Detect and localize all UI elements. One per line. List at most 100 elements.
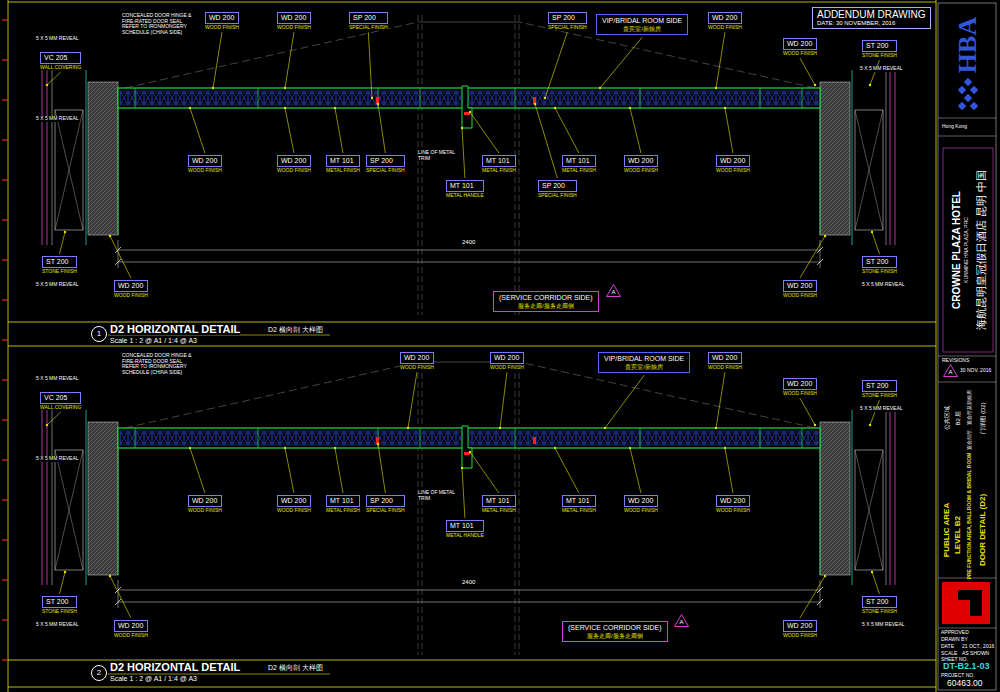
wall-line [852, 410, 853, 585]
leaf-joint [135, 88, 136, 108]
finish-tag: WD 200WOOD FINISH [624, 155, 658, 173]
tag-note: METAL HANDLE [446, 533, 484, 539]
project-name-chinese: 海航昆明皇冠假日酒店 昆明 中国 [975, 170, 987, 330]
tag-note: WALL COVERING [40, 405, 81, 411]
leader-dot [334, 107, 336, 109]
finish-tag: ST 200STONE FINISH [862, 256, 897, 274]
door-edge [118, 108, 119, 235]
swing-line [418, 22, 519, 23]
leader-dot [461, 127, 463, 129]
tag-code: WD 200 [708, 12, 742, 24]
room-note-chinese: 贵宾室/新娘房 [602, 26, 682, 33]
leader-dot [554, 107, 556, 109]
edge-tick [2, 660, 8, 661]
edge-tick [2, 340, 8, 341]
leader-line [285, 32, 294, 88]
leader-dot [824, 235, 826, 237]
detail-number-circle: 1 [91, 326, 107, 342]
tag-note: STONE FINISH [862, 393, 897, 399]
sheet-title-chinese: 门详图 (D2) [980, 402, 987, 433]
leader-line [630, 448, 641, 493]
detail-title-chinese: D2 横向剖 大样图 [268, 326, 323, 334]
area-chinese: 公共区域 [944, 406, 951, 430]
frame-line [8, 2, 936, 3]
door-jamb [88, 422, 118, 575]
finish-tag: WD 200WOOD FINISH [783, 280, 817, 298]
reveal-note: 5 X 5 MM REVEAL [862, 622, 905, 628]
stud-cross [855, 110, 883, 230]
wall-line [52, 70, 53, 245]
leader-dot [284, 87, 286, 89]
tag-note: STONE FINISH [862, 53, 897, 59]
tag-note: WOOD FINISH [205, 25, 239, 31]
leader-dot [554, 447, 556, 449]
tag-code: ST 200 [862, 380, 897, 392]
reveal-note: 5 X 5 MM REVEAL [36, 282, 79, 288]
dimension-tick [115, 599, 121, 605]
finish-tag: SP 200SPECIAL FINISH [349, 12, 388, 30]
leaf-joint [640, 428, 641, 448]
leader-dot [871, 231, 873, 233]
project-frame [943, 148, 993, 352]
leader-dot [284, 447, 286, 449]
tag-code: SP 200 [548, 12, 587, 24]
door-leaf [118, 88, 820, 108]
logo-square [958, 102, 966, 110]
stud-cross [855, 450, 883, 570]
leader-line [870, 400, 879, 425]
leaf-joint [420, 88, 421, 108]
logo-square [970, 102, 978, 110]
reveal-note: 5 X 5 MM REVEAL [36, 116, 79, 122]
logo-square [970, 86, 978, 94]
stud-cross [55, 450, 83, 570]
tag-code: MT 101 [446, 180, 484, 192]
edge-tick [2, 260, 8, 261]
tag-note: WOOD FINISH [716, 508, 750, 514]
leader-line [800, 58, 815, 85]
leader-dot [64, 571, 66, 573]
tag-note: WOOD FINISH [783, 293, 817, 299]
leader-dot [814, 424, 816, 426]
dimension-tick [817, 599, 823, 605]
leader-line [470, 112, 499, 153]
field-label: DRAWN BY [941, 637, 968, 643]
leader-line [555, 448, 579, 493]
finish-tag: SP 200SPECIAL FINISH [366, 495, 405, 513]
leader-line [555, 108, 579, 153]
edge-tick [2, 460, 8, 461]
sheet-number: DT-B2.1-03 [943, 662, 990, 672]
finish-tag: SP 200SPECIAL FINISH [548, 12, 587, 30]
tag-note: WOOD FINISH [114, 293, 148, 299]
detail-number: 2 [92, 666, 106, 680]
tag-note: WOOD FINISH [277, 168, 311, 174]
center-line [422, 15, 423, 315]
leader-line [378, 104, 385, 153]
finish-tag: MT 101METAL FINISH [326, 155, 360, 173]
revisions-heading: REVISIONS [942, 358, 969, 364]
finish-tag: WD 200WOOD FINISH [716, 155, 750, 173]
leader-line [716, 32, 725, 88]
leader-line [800, 236, 825, 278]
leader-line [59, 232, 65, 254]
room-note: VIP/BRIDAL ROOM SIDE [604, 355, 684, 363]
scale-note: Scale 1 : 2 @ A1 / 1:4 @ A3 [110, 675, 197, 683]
finish-tag: MT 101METAL FINISH [482, 155, 516, 173]
door-jamb [820, 82, 850, 235]
tag-code: SP 200 [538, 180, 577, 192]
leader-dot [869, 84, 871, 86]
leader-line [545, 32, 567, 98]
center-line [418, 355, 419, 655]
tag-code: WD 200 [708, 352, 742, 364]
revision-triangle: A [606, 284, 621, 297]
leader-dot [284, 107, 286, 109]
level-name: LEVEL B2 [954, 516, 963, 554]
tag-note: METAL FINISH [482, 168, 516, 174]
center-line [519, 355, 520, 655]
logo-square [958, 86, 966, 94]
leader-line [462, 468, 465, 518]
leader-line [725, 448, 733, 493]
finish-tag: WD 200WOOD FINISH [624, 495, 658, 513]
issue-stamp-notch [958, 590, 982, 616]
frame-line [8, 687, 936, 688]
leader-dot [212, 87, 214, 89]
